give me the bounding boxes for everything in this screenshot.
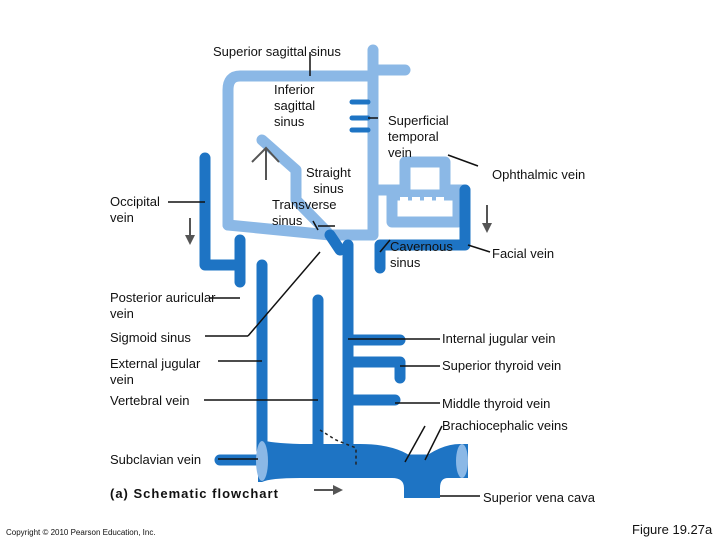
label-inferior-sagittal-sinus: Inferior sagittal sinus bbox=[274, 82, 316, 129]
label-brachiocephalic-veins: Brachiocephalic veins bbox=[442, 418, 568, 433]
label-middle-thyroid-vein: Middle thyroid vein bbox=[442, 396, 551, 411]
occipital-vein bbox=[199, 152, 246, 271]
flow-arrows bbox=[185, 146, 492, 495]
sinus-stubs bbox=[349, 99, 371, 133]
label-superior-sagittal-sinus: Superior sagittal sinus bbox=[213, 44, 341, 59]
label-posterior-auricular-vein: Posterior auricular vein bbox=[110, 290, 216, 321]
label-occipital-vein: Occipital vein bbox=[110, 194, 160, 225]
label-subclavian-vein: Subclavian vein bbox=[110, 452, 202, 467]
straight-sinus-shape bbox=[256, 134, 336, 241]
label-cavernous-sinus: Cavernous sinus bbox=[390, 239, 453, 270]
figure-caption: (a) Schematic flowchart bbox=[110, 486, 279, 501]
label-vertebral-vein: Vertebral vein bbox=[110, 393, 190, 408]
cavernous-sinus-box bbox=[386, 189, 464, 228]
label-internal-jugular-vein: Internal jugular vein bbox=[442, 331, 556, 346]
subclavian-right-end bbox=[456, 444, 468, 478]
figure-number: Figure 19.27a bbox=[632, 522, 713, 537]
label-straight-sinus: Straight sinus bbox=[306, 165, 351, 196]
label-sigmoid-sinus: Sigmoid sinus bbox=[110, 330, 191, 345]
leader-lines bbox=[168, 52, 491, 497]
superior-thyroid-vein bbox=[342, 356, 406, 384]
facial-to-jugular bbox=[374, 184, 471, 266]
label-transverse-sinus: Transverse sinus bbox=[272, 197, 337, 228]
jugular-to-sinus bbox=[324, 229, 346, 256]
label-superior-vena-cava: Superior vena cava bbox=[483, 490, 596, 505]
label-ophthalmic-vein: Ophthalmic vein bbox=[492, 167, 586, 182]
dashed-vertebral-connection bbox=[319, 429, 357, 466]
label-external-jugular-vein: External jugular vein bbox=[110, 356, 201, 387]
brachiocephalic-veins-shape bbox=[258, 440, 468, 498]
sagittal-arch bbox=[222, 70, 379, 231]
label-superior-thyroid-vein: Superior thyroid vein bbox=[442, 358, 562, 373]
copyright-notice: Copyright © 2010 Pearson Education, Inc. bbox=[6, 528, 156, 537]
cavernous-grid bbox=[400, 197, 444, 216]
ophthalmic-network bbox=[367, 156, 471, 196]
label-superficial-temporal-vein: Superficial temporal vein bbox=[388, 113, 449, 160]
subclavian-left-end bbox=[256, 441, 268, 481]
label-facial-vein: Facial vein bbox=[492, 246, 555, 261]
